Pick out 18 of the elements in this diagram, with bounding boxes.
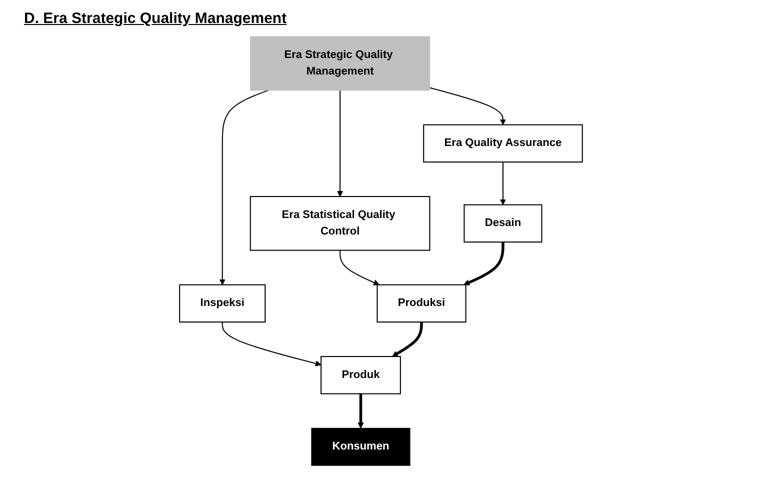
node-box: Produk <box>320 356 400 394</box>
node-box: Era Statistical Quality Control <box>249 196 430 251</box>
node-box: Era Quality Assurance <box>422 124 582 163</box>
arrow <box>218 90 268 286</box>
arrow <box>392 322 422 357</box>
diagram-title: D. Era Strategic Quality Management <box>24 10 287 27</box>
node-box: Konsumen <box>310 428 410 466</box>
arrow <box>339 250 379 286</box>
arrow <box>336 90 343 197</box>
arrow <box>499 162 506 206</box>
node-box: Produksi <box>376 284 466 323</box>
node-box: Desain <box>463 204 542 243</box>
node-box: Era Strategic Quality Management <box>250 36 430 91</box>
arrow <box>221 322 321 366</box>
arrow <box>429 87 506 126</box>
arrow <box>357 394 364 429</box>
node-box: Inspeksi <box>178 284 266 323</box>
arrow <box>463 242 504 286</box>
